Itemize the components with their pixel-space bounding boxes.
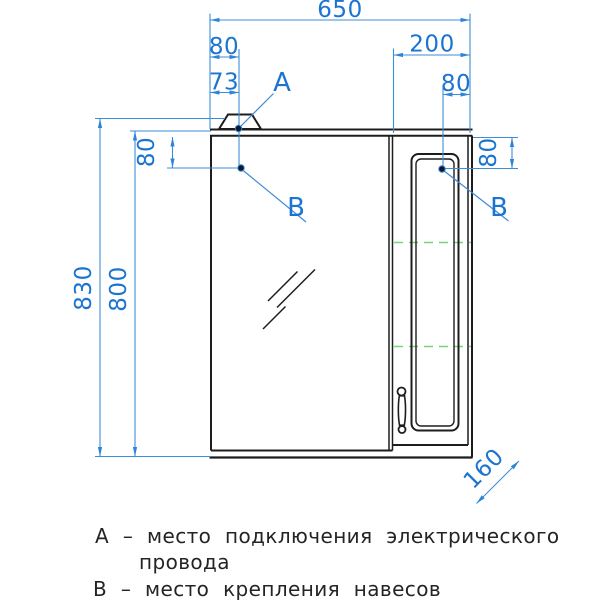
dimension-arrowhead <box>210 54 220 60</box>
dimension-lines <box>97 17 520 504</box>
leader-a <box>239 93 274 128</box>
dim-light-offset: 80 <box>209 34 239 60</box>
door-handle-body <box>397 395 407 426</box>
legend-line-a-wrap: провода <box>139 550 230 574</box>
dimension-arrowhead <box>460 17 470 23</box>
dim-door-width: 200 <box>409 32 454 58</box>
mirror-hatch-stroke <box>262 305 287 330</box>
dimension-arrowhead <box>393 52 403 58</box>
dimension-arrowhead <box>210 90 220 95</box>
dimension-line <box>476 460 520 504</box>
callout-b-right-label: В <box>490 193 508 223</box>
dim-hinge-right-drop: 80 <box>476 137 502 167</box>
dimension-arrowhead <box>210 17 220 23</box>
callout-a-label: А <box>273 68 291 98</box>
dim-total-width: 650 <box>317 0 362 23</box>
dimension-arrowhead <box>132 447 138 457</box>
shelf-dashed-lines <box>394 241 473 348</box>
legend-line-b: В – место крепления навесов <box>93 577 442 600</box>
dimension-arrowhead <box>132 131 138 141</box>
dimension-arrowhead <box>509 137 515 147</box>
dimension-arrowhead <box>229 54 239 60</box>
dimension-labels: 650 80 73 200 80 830 800 80 80 160 А В В <box>71 0 509 494</box>
dimension-arrowhead <box>170 158 175 168</box>
callout-leaders <box>239 93 509 223</box>
door-handle-top-knob <box>396 386 407 397</box>
dim-total-height: 830 <box>71 265 97 310</box>
dimension-arrowhead <box>510 461 519 470</box>
extension-lines <box>95 13 518 458</box>
mirror-hatch-stroke <box>276 268 316 309</box>
dim-body-height: 800 <box>106 266 132 311</box>
cabinet-outline <box>209 113 473 459</box>
dim-hinge-right-inset: 80 <box>441 71 471 97</box>
dimension-arrowhead <box>97 447 103 457</box>
dimension-arrowhead <box>170 137 175 147</box>
mirror-hatch-stroke <box>267 270 299 302</box>
dim-depth: 160 <box>459 444 509 494</box>
dim-hinge-left-drop: 80 <box>134 137 160 167</box>
door-panel-outer-molding <box>410 153 460 432</box>
point-b-hinge-right <box>438 165 446 173</box>
dimension-arrowhead <box>443 92 453 97</box>
point-a-wire <box>234 124 243 133</box>
legend-line-a: А – место подключения электрического <box>95 524 560 548</box>
leader-b-right <box>443 170 509 222</box>
mount-points <box>234 124 446 173</box>
dimension-arrowhead <box>460 92 470 97</box>
dimension-arrowhead <box>476 495 485 504</box>
door-panel-inner-molding <box>415 158 455 427</box>
dim-wire-offset: 73 <box>209 70 239 96</box>
door-handle-bottom-knob <box>397 425 407 434</box>
dimension-arrowhead <box>97 118 103 128</box>
dimension-arrowhead <box>229 90 239 95</box>
dimension-arrowhead <box>460 52 470 58</box>
leader-b-left <box>241 169 307 223</box>
point-b-hinge-left <box>237 164 245 172</box>
callout-b-left-label: В <box>287 193 305 223</box>
dimension-arrowhead <box>509 159 515 169</box>
